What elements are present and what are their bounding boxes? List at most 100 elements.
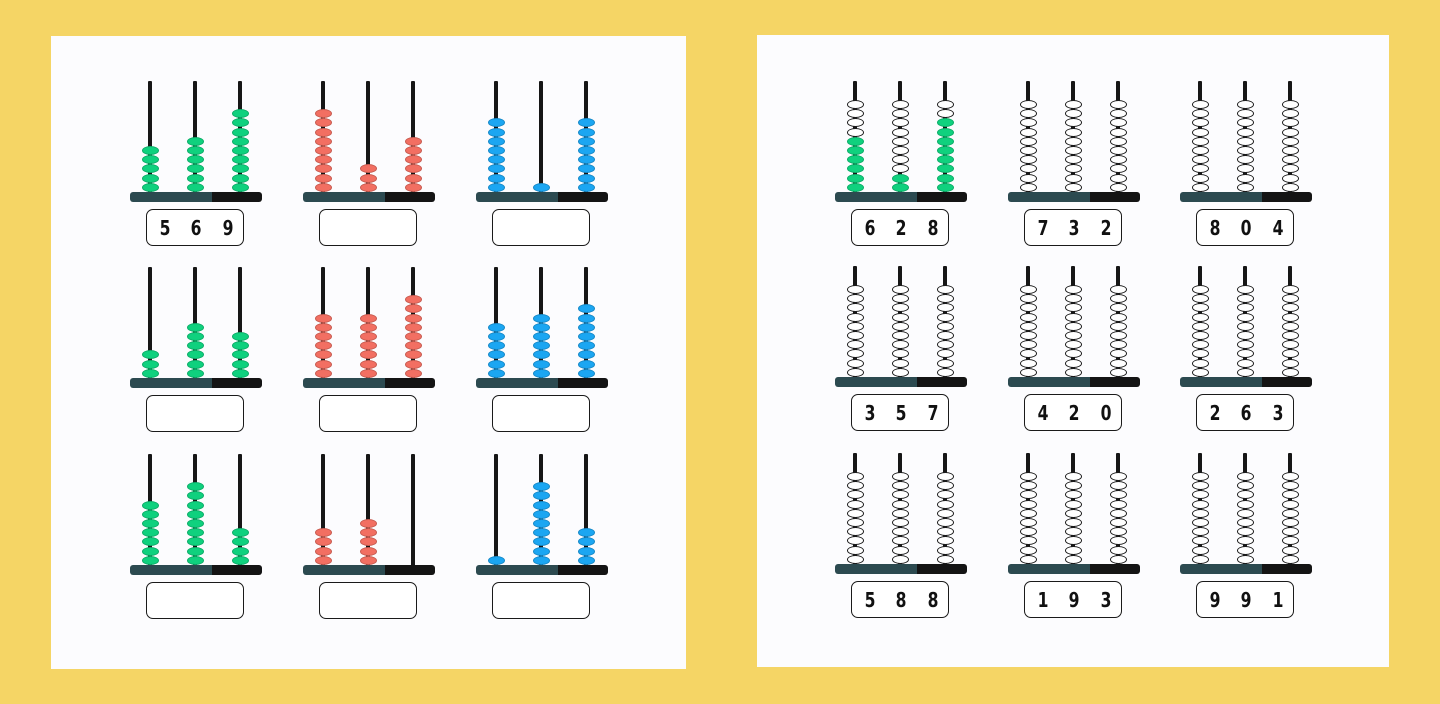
abacus-bead[interactable]: [1191, 146, 1209, 155]
abacus-bead[interactable]: [936, 481, 954, 491]
abacus-bead[interactable]: [1236, 367, 1254, 377]
abacus-bead[interactable]: [1019, 518, 1037, 527]
abacus-bead[interactable]: [846, 367, 864, 377]
abacus-bead[interactable]: [1019, 136, 1037, 146]
abacus-bead[interactable]: [1281, 508, 1299, 518]
abacus-bead[interactable]: [1281, 499, 1299, 509]
abacus-bead[interactable]: [1109, 146, 1127, 155]
abacus-bead[interactable]: [1109, 358, 1127, 368]
abacus-bead[interactable]: [1064, 312, 1082, 322]
abacus-bead[interactable]: [846, 127, 864, 137]
abacus-bead[interactable]: [1236, 536, 1254, 546]
abacus-bead[interactable]: [1064, 349, 1082, 359]
abacus-bead[interactable]: [891, 127, 909, 137]
abacus-bead[interactable]: [1019, 155, 1037, 165]
abacus-bead[interactable]: [1019, 472, 1037, 481]
abacus-bead[interactable]: [1064, 155, 1082, 165]
abacus-bead[interactable]: [846, 285, 864, 294]
abacus-bead[interactable]: [936, 109, 954, 119]
abacus-bead[interactable]: [1281, 173, 1299, 183]
answer-box[interactable]: [146, 395, 244, 432]
abacus-bead[interactable]: [1064, 508, 1082, 518]
abacus-bead[interactable]: [846, 527, 864, 537]
abacus-bead[interactable]: [1236, 294, 1254, 304]
abacus-bead[interactable]: [1191, 100, 1209, 109]
abacus-bead[interactable]: [1019, 118, 1037, 128]
abacus-bead[interactable]: [1281, 545, 1299, 555]
abacus-bead[interactable]: [1236, 109, 1254, 119]
abacus-bead[interactable]: [1109, 536, 1127, 546]
abacus-bead[interactable]: [1281, 164, 1299, 174]
abacus-bead[interactable]: [1236, 303, 1254, 313]
abacus-bead[interactable]: [1236, 100, 1254, 109]
abacus-bead[interactable]: [846, 312, 864, 322]
abacus-bead[interactable]: [1109, 136, 1127, 146]
abacus-bead[interactable]: [1236, 508, 1254, 518]
abacus-bead[interactable]: [891, 321, 909, 331]
abacus-bead[interactable]: [891, 536, 909, 546]
abacus-bead[interactable]: [1236, 518, 1254, 527]
abacus-bead[interactable]: [1191, 481, 1209, 491]
abacus-bead[interactable]: [1019, 536, 1037, 546]
abacus-bead[interactable]: [1191, 182, 1209, 192]
abacus-bead[interactable]: [1191, 367, 1209, 377]
abacus-bead[interactable]: [1019, 312, 1037, 322]
abacus-bead[interactable]: [891, 367, 909, 377]
abacus-bead[interactable]: [936, 340, 954, 350]
abacus-bead[interactable]: [891, 499, 909, 509]
abacus-bead[interactable]: [846, 100, 864, 109]
abacus-bead[interactable]: [1064, 490, 1082, 500]
abacus-bead[interactable]: [1109, 100, 1127, 109]
abacus-bead[interactable]: [891, 472, 909, 481]
abacus-bead[interactable]: [1019, 100, 1037, 109]
abacus-bead[interactable]: [891, 164, 909, 174]
abacus-bead[interactable]: [1109, 499, 1127, 509]
abacus-bead[interactable]: [1236, 312, 1254, 322]
abacus-bead[interactable]: [1019, 173, 1037, 183]
abacus-bead[interactable]: [936, 490, 954, 500]
abacus-bead[interactable]: [891, 109, 909, 119]
abacus-bead[interactable]: [936, 518, 954, 527]
abacus-bead[interactable]: [1019, 340, 1037, 350]
abacus-bead[interactable]: [891, 349, 909, 359]
abacus-bead[interactable]: [1109, 164, 1127, 174]
abacus-bead[interactable]: [1191, 109, 1209, 119]
abacus-bead[interactable]: [1236, 472, 1254, 481]
abacus-bead[interactable]: [846, 545, 864, 555]
abacus-bead[interactable]: [1191, 164, 1209, 174]
abacus-bead[interactable]: [1064, 518, 1082, 527]
abacus-bead[interactable]: [1281, 312, 1299, 322]
abacus-bead[interactable]: [1064, 358, 1082, 368]
abacus-bead[interactable]: [1109, 349, 1127, 359]
abacus-bead[interactable]: [1191, 294, 1209, 304]
abacus-bead[interactable]: [891, 118, 909, 128]
abacus-bead[interactable]: [1236, 554, 1254, 564]
abacus-bead[interactable]: [1281, 146, 1299, 155]
abacus-bead[interactable]: [1236, 146, 1254, 155]
answer-box[interactable]: [319, 582, 417, 619]
abacus-bead[interactable]: [936, 472, 954, 481]
abacus-bead[interactable]: [891, 490, 909, 500]
abacus-bead[interactable]: [1236, 155, 1254, 165]
abacus-bead[interactable]: [1109, 182, 1127, 192]
abacus-bead[interactable]: [936, 349, 954, 359]
abacus-bead[interactable]: [1191, 331, 1209, 340]
abacus-bead[interactable]: [1191, 136, 1209, 146]
abacus-bead[interactable]: [1281, 294, 1299, 304]
abacus-bead[interactable]: [1236, 321, 1254, 331]
abacus-bead[interactable]: [1281, 331, 1299, 340]
abacus-bead[interactable]: [1281, 285, 1299, 294]
abacus-bead[interactable]: [1019, 164, 1037, 174]
abacus-bead[interactable]: [1019, 358, 1037, 368]
abacus-bead[interactable]: [1191, 340, 1209, 350]
abacus-bead[interactable]: [936, 294, 954, 304]
abacus-bead[interactable]: [1236, 136, 1254, 146]
abacus-bead[interactable]: [1281, 127, 1299, 137]
abacus-bead[interactable]: [1236, 182, 1254, 192]
abacus-bead[interactable]: [1064, 331, 1082, 340]
abacus-bead[interactable]: [1019, 554, 1037, 564]
